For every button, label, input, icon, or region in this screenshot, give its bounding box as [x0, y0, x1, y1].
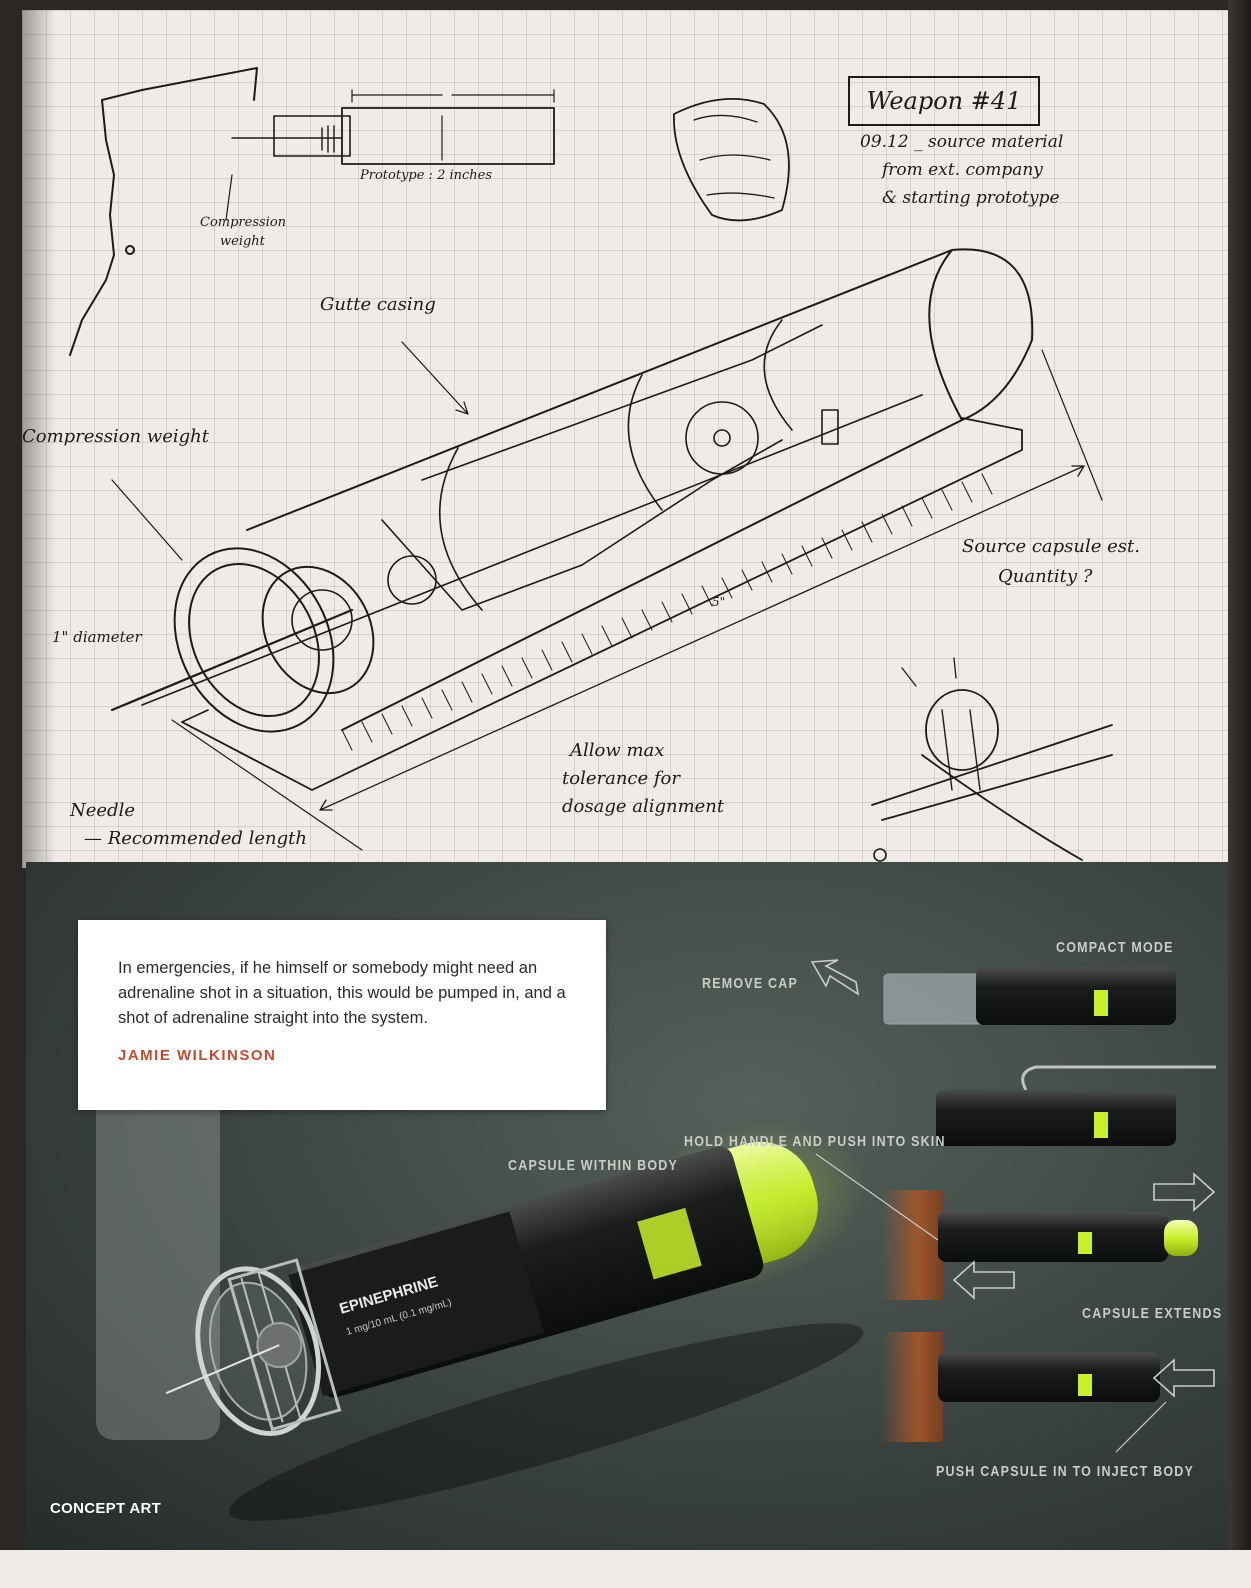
date-note-line-2: from ext. company	[882, 160, 1043, 180]
page-edge-right	[1228, 0, 1251, 1588]
compression-weight-note: Compression weight	[22, 426, 210, 447]
length-mark: 5"	[712, 595, 726, 609]
prototype-note: Prototype : 2 inches	[360, 168, 493, 183]
sketch-drawing	[69, 67, 1113, 862]
callout-remove-cap: REMOVE CAP	[702, 974, 799, 992]
diameter-note: 1" diameter	[52, 628, 142, 646]
section-label: CONCEPT ART	[50, 1500, 162, 1517]
date-note-line-1: 09.12 _ source material	[860, 132, 1064, 152]
date-note-line-3: & starting prototype	[882, 188, 1060, 208]
outer-casing-note: Gutte casing	[320, 294, 436, 315]
quote-author: JAMIE WILKINSON	[118, 1047, 277, 1064]
weapon-title: Weapon #41	[866, 87, 1022, 115]
dosage-note-1: Allow max	[570, 740, 665, 761]
sketch-page: Weapon #41 09.12 _ source material from …	[22, 10, 1228, 868]
callout-push-capsule: PUSH CAPSULE IN TO INJECT BODY	[936, 1462, 1195, 1480]
callout-hold-handle: HOLD HANDLE AND PUSH INTO SKIN	[684, 1132, 946, 1150]
quote-text: In emergencies, if he himself or somebod…	[118, 959, 566, 1027]
dosage-note-2: tolerance for	[562, 768, 680, 789]
dosage-note-3: dosage alignment	[562, 796, 725, 817]
weapon-title-box: Weapon #41	[848, 76, 1040, 126]
callout-capsule-extends: CAPSULE EXTENDS	[1082, 1304, 1223, 1322]
compression-note-small-2: weight	[220, 234, 265, 249]
compression-note-small-1: Compression	[200, 215, 287, 230]
book-spine-shadow	[22, 10, 56, 868]
callout-capsule-within: CAPSULE WITHIN BODY	[508, 1156, 679, 1174]
device-render: EPINEPHRINE 1 mg/10 mL (0.1 mg/mL)	[96, 959, 1216, 1521]
page-edge-bottom	[0, 1550, 1251, 1588]
render-panel: EPINEPHRINE 1 mg/10 mL (0.1 mg/mL)	[26, 862, 1236, 1550]
source-capsule-note-2: Quantity ?	[998, 566, 1093, 587]
callout-compact-mode: COMPACT MODE	[1056, 938, 1174, 956]
quote-box: In emergencies, if he himself or somebod…	[78, 920, 606, 1110]
needle-note-2: — Recommended length	[84, 828, 307, 849]
needle-note-1: Needle	[70, 800, 135, 821]
source-capsule-note-1: Source capsule est.	[962, 536, 1140, 557]
